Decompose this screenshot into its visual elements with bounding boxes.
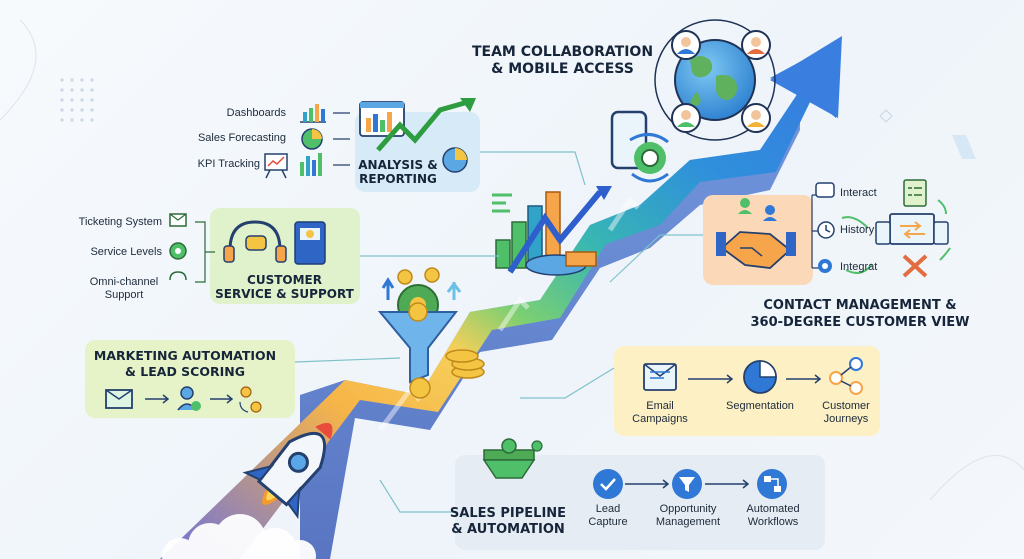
- omni-channel-line-1: Omni-channel: [89, 276, 159, 288]
- funnel-icon: [377, 284, 459, 399]
- pipeline-panel-bg: [455, 455, 825, 550]
- rocket-icon: [242, 423, 333, 520]
- analysis-title-line-2: REPORTING: [359, 172, 437, 186]
- pipeline-title-line-2: & AUTOMATION: [451, 522, 565, 537]
- contact-title-line-2: 360-DEGREE CUSTOMER VIEW: [750, 315, 970, 330]
- team-title: TEAM COLLABORATION & MOBILE ACCESS: [465, 44, 660, 78]
- phone-sync-icon: [610, 110, 669, 183]
- interact-label: Interact: [840, 187, 877, 199]
- service-levels-label: Service Levels: [90, 246, 162, 258]
- pipeline-title: SALES PIPELINE & AUTOMATION: [448, 506, 568, 538]
- service-title-line-2: SERVICE & SUPPORT: [215, 287, 354, 301]
- lead-capture-line-2: Capture: [588, 516, 628, 528]
- contact-title-line-1: CONTACT MANAGEMENT &: [763, 298, 957, 313]
- lead-capture-label: Lead Capture: [574, 503, 642, 529]
- opportunity-management-label: Opportunity Management: [646, 503, 730, 529]
- marketing-panel-bg: [85, 340, 295, 418]
- campaigns-panel-bg: [614, 346, 880, 436]
- dot-pattern: [60, 78, 94, 122]
- omni-channel-line-2: Support: [104, 289, 144, 301]
- kpi-tracking-label: KPI Tracking: [197, 158, 260, 170]
- opportunity-management-line-1: Opportunity: [659, 503, 717, 515]
- marketing-title: MARKETING AUTOMATION & LEAD SCORING: [85, 348, 285, 380]
- automated-workflows-line-2: Workflows: [747, 516, 799, 528]
- contact-title: CONTACT MANAGEMENT & 360-DEGREE CUSTOMER…: [742, 297, 978, 331]
- arrow-up-icon: [381, 277, 395, 300]
- team-title-line-1: TEAM COLLABORATION: [471, 44, 654, 60]
- dashboards-label: Dashboards: [226, 107, 286, 119]
- customer-journeys-line-1: Customer: [822, 400, 870, 412]
- lead-capture-line-1: Lead: [595, 503, 621, 515]
- team-title-line-2: & MOBILE ACCESS: [491, 61, 634, 77]
- email-campaigns-line-1: Email: [646, 400, 674, 412]
- service-title: CUSTOMER SERVICE & SUPPORT: [212, 273, 357, 301]
- marketing-title-line-1: MARKETING AUTOMATION: [93, 348, 277, 363]
- integrat-label: Integrat: [840, 261, 878, 273]
- email-campaigns-label: Email Campaigns: [624, 400, 696, 426]
- avatar-icon: [671, 30, 771, 133]
- analysis-small-icons: [264, 98, 476, 179]
- sales-forecasting-label: Sales Forecasting: [197, 132, 286, 144]
- marketing-small-icons: [105, 386, 262, 413]
- analysis-title: ANALYSIS & REPORTING: [352, 158, 444, 186]
- contact-small-icons: [716, 179, 951, 278]
- customer-journeys-label: Customer Journeys: [810, 400, 882, 426]
- pipeline-icons: [482, 438, 787, 499]
- automated-workflows-line-1: Automated: [746, 503, 800, 515]
- coins-icon: [397, 267, 485, 379]
- omni-channel-label: Omni-channel Support: [86, 276, 162, 302]
- cloud: [162, 514, 316, 559]
- opportunity-management-line-2: Management: [655, 516, 721, 528]
- globe-icon: [654, 19, 776, 141]
- ticketing-system-label: Ticketing System: [78, 216, 162, 228]
- service-title-line-1: CUSTOMER: [247, 273, 322, 287]
- bar-chart-icon: [492, 186, 612, 276]
- automated-workflows-label: Automated Workflows: [734, 503, 812, 529]
- marketing-title-line-2: & LEAD SCORING: [125, 364, 245, 379]
- history-label: History: [840, 224, 875, 236]
- pipeline-title-line-1: SALES PIPELINE: [449, 506, 567, 521]
- customer-journeys-line-2: Journeys: [823, 413, 869, 425]
- analysis-title-line-1: ANALYSIS &: [358, 158, 438, 172]
- campaigns-icons: [643, 357, 863, 395]
- service-small-icons: [169, 213, 326, 283]
- segmentation-label: Segmentation: [726, 400, 794, 412]
- email-campaigns-line-2: Campaigns: [632, 413, 688, 425]
